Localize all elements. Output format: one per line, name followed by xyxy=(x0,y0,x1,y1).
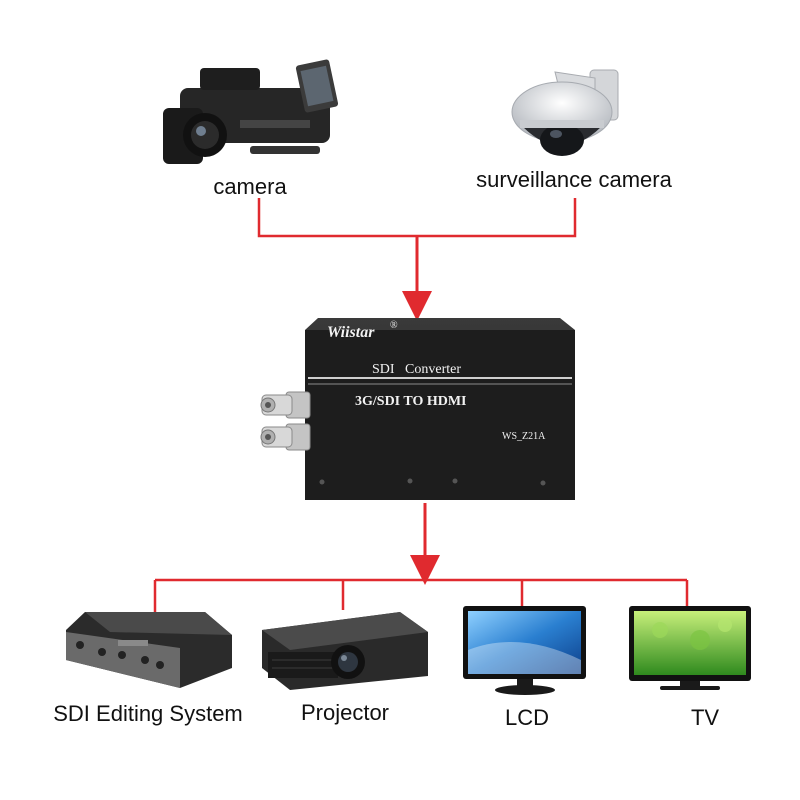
dome-camera-icon xyxy=(511,69,619,156)
source-connectors xyxy=(257,198,577,238)
sdi-editing-system-label: SDI Editing System xyxy=(53,701,243,726)
converter-title: SDI Converter xyxy=(372,362,461,377)
lcd-label: LCD xyxy=(504,705,550,730)
tv-icon xyxy=(629,606,751,690)
tv-label: TV xyxy=(690,705,720,730)
sdi-converter-box-icon: Wiistar ® SDI Converter 3G/SDI TO HDMI W… xyxy=(305,318,575,500)
bnc-connector-top-icon xyxy=(260,391,311,419)
camera-label: camera xyxy=(213,174,287,199)
converter-brand: Wiistar xyxy=(327,324,375,341)
lcd-monitor-icon xyxy=(463,606,586,695)
converter-model: WS_Z21A xyxy=(502,431,546,442)
camera-connector-line xyxy=(257,198,577,238)
converter-subtitle: 3G/SDI TO HDMI xyxy=(355,394,467,409)
projector-icon xyxy=(262,612,428,690)
surveillance-camera-label: surveillance camera xyxy=(476,167,672,192)
converter-trademark: ® xyxy=(390,320,398,331)
bnc-connector-bottom-icon xyxy=(260,423,311,451)
camcorder-icon xyxy=(163,59,339,164)
projector-label: Projector xyxy=(300,700,390,725)
output-connectors xyxy=(153,578,689,612)
editing-deck-icon xyxy=(66,612,232,688)
